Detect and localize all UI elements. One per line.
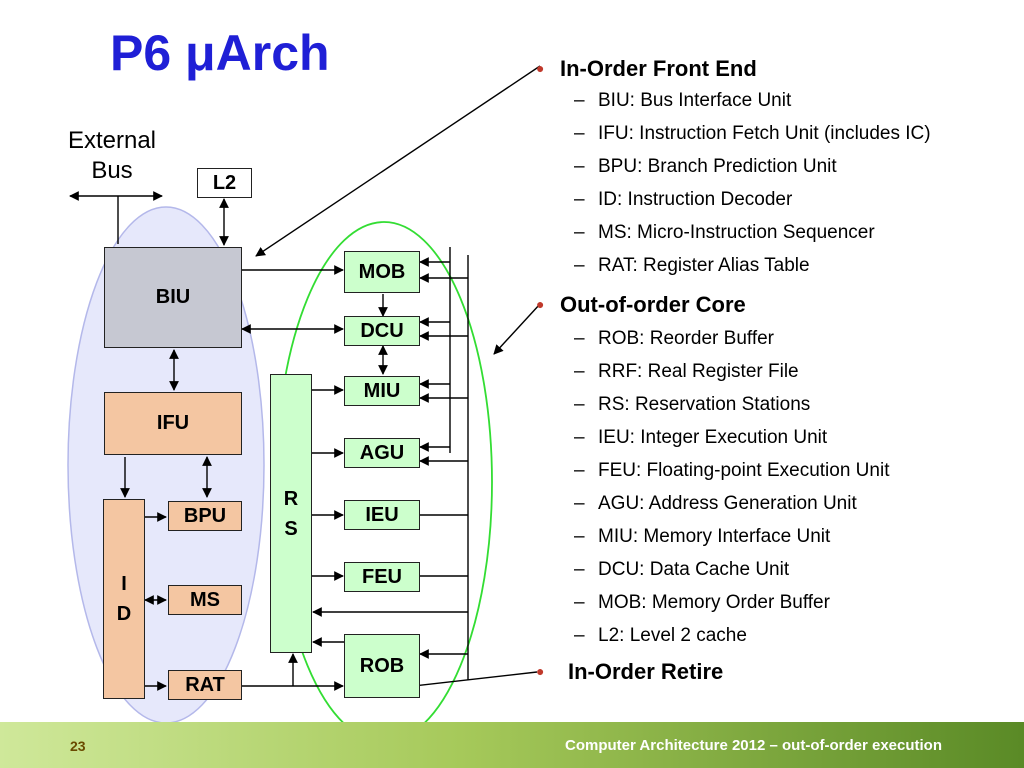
rob-block: ROB	[344, 634, 420, 698]
footer-text: Computer Architecture 2012 – out-of-orde…	[564, 737, 942, 754]
dcu-block: DCU	[344, 316, 420, 346]
page-number: 23	[70, 738, 86, 754]
bullet-item: –FEU: Floating-point Execution Unit	[574, 460, 890, 481]
agu-block: AGU	[344, 438, 420, 468]
biu-block: BIU	[104, 247, 242, 348]
bullet-dot-icon: ●	[536, 296, 545, 313]
slide-title: P6 μArch	[110, 25, 330, 81]
bullet-item: –ID: Instruction Decoder	[574, 189, 793, 210]
bullet-item: –AGU: Address Generation Unit	[574, 493, 857, 514]
connections	[69, 65, 541, 694]
id-block: I D	[103, 499, 145, 699]
bullet-dot-icon: ●	[536, 663, 545, 680]
ms-block: MS	[168, 585, 242, 615]
bullet-item: –IFU: Instruction Fetch Unit (includes I…	[574, 123, 931, 144]
bullet-item: –RS: Reservation Stations	[574, 394, 811, 415]
bullet-item: –MS: Micro-Instruction Sequencer	[574, 222, 875, 243]
feu-block: FEU	[344, 562, 420, 592]
bullet-item: –L2: Level 2 cache	[574, 625, 747, 646]
ifu-block: IFU	[104, 392, 242, 455]
ieu-block: IEU	[344, 500, 420, 530]
bullet-item: –MIU: Memory Interface Unit	[574, 526, 831, 547]
bullet-dot-icon: ●	[536, 60, 545, 77]
bullet-item: –IEU: Integer Execution Unit	[574, 427, 828, 448]
bpu-block: BPU	[168, 501, 242, 531]
bullet-heading: ●In-Order Retire	[536, 659, 724, 684]
rs-block: R S	[270, 374, 312, 653]
bullet-heading: ●In-Order Front End	[536, 56, 757, 81]
bullet-item: –BIU: Bus Interface Unit	[574, 90, 792, 111]
bullet-heading: ●Out-of-order Core	[536, 292, 746, 317]
bullet-item: –ROB: Reorder Buffer	[574, 328, 775, 349]
mob-block: MOB	[344, 251, 420, 293]
bullet-item: –DCU: Data Cache Unit	[574, 559, 790, 580]
bullet-item: –BPU: Branch Prediction Unit	[574, 156, 837, 177]
rat-block: RAT	[168, 670, 242, 700]
bullet-item: –MOB: Memory Order Buffer	[574, 592, 830, 613]
bullet-item: –RAT: Register Alias Table	[574, 255, 810, 276]
bullet-item: –RRF: Real Register File	[574, 361, 799, 382]
footer-bar	[0, 722, 1024, 768]
miu-block: MIU	[344, 376, 420, 406]
external-bus-label: External Bus	[67, 127, 157, 184]
l2-block: L2	[197, 168, 252, 198]
